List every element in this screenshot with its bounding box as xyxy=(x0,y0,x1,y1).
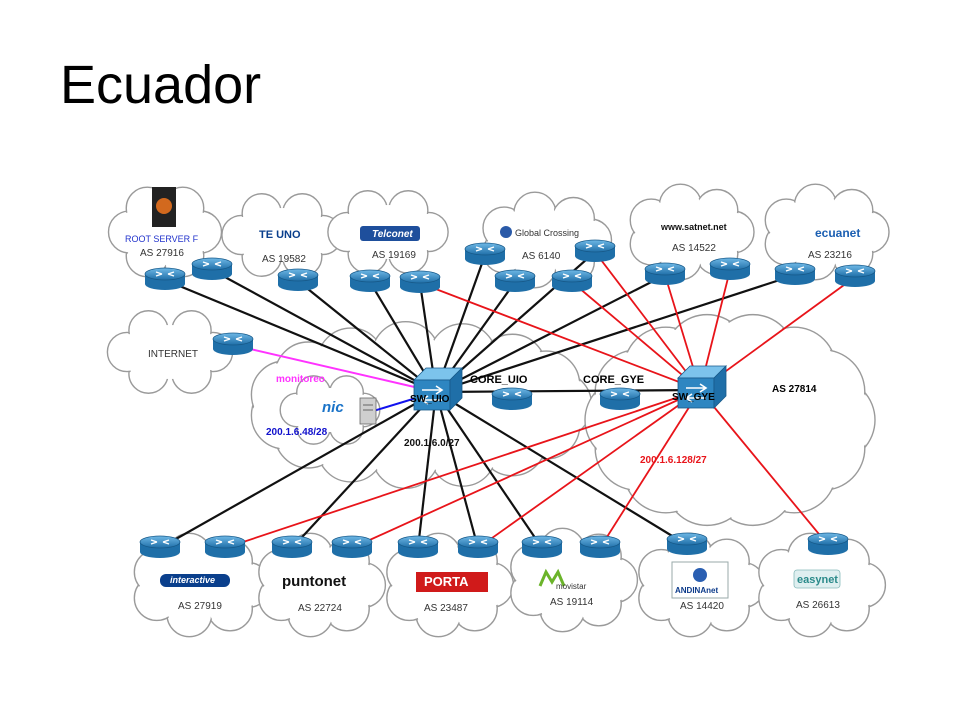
monitoreo-label: monitoreo xyxy=(276,374,325,385)
satnet-logo: www.satnet.net xyxy=(660,222,727,232)
gcross-logo: Global Crossing xyxy=(515,228,579,238)
router-top-6 xyxy=(494,269,536,292)
core-uio-label: CORE_UIO xyxy=(470,374,528,386)
router-bottom-3 xyxy=(331,535,373,558)
link-top-gye-1 xyxy=(571,281,701,391)
router-bottom-4 xyxy=(397,535,439,558)
cloud-layer xyxy=(106,183,890,638)
router-top-9 xyxy=(644,262,686,285)
root-server-logo: ROOT SERVER F xyxy=(125,234,199,244)
router-core-gye xyxy=(599,387,641,410)
router-bottom-5 xyxy=(457,535,499,558)
link-bottom-uio-1 xyxy=(291,391,437,549)
teuno-as-label: AS 19582 xyxy=(262,254,306,265)
cloud-movistar xyxy=(510,527,639,633)
link-monitoreo xyxy=(232,344,437,393)
porta-logo: PORTA xyxy=(424,574,469,589)
link-bottom-uio-4 xyxy=(435,391,543,549)
cloud-telconet xyxy=(327,190,449,274)
cloud-teuno xyxy=(221,193,343,277)
interactive-as-label: AS 27919 xyxy=(178,601,222,612)
ecuanet-as-label: AS 23216 xyxy=(808,250,852,261)
link-bottom-gye-1 xyxy=(351,389,701,549)
page-title: Ecuador xyxy=(60,55,262,115)
gye-backbone-cloud xyxy=(584,313,876,527)
link-top-gye-0 xyxy=(419,282,701,391)
link-bottom-gye-4 xyxy=(699,389,829,546)
link-bottom-uio-5 xyxy=(435,391,688,546)
router-bottom-1 xyxy=(204,535,246,558)
label-layer: ROOT SERVER F AS 27916 TE UNO AS 19582 T… xyxy=(125,222,860,614)
root-as-label: AS 27916 xyxy=(140,248,184,259)
telconet-logo: Telconet xyxy=(372,229,413,240)
logo-badges xyxy=(152,187,841,599)
easynet-as-label: AS 26613 xyxy=(796,600,840,611)
gcross-as-label: AS 6140 xyxy=(522,251,561,262)
core-gye-label: CORE_GYE xyxy=(583,374,644,386)
router-top-4 xyxy=(399,270,441,293)
puntonet-logo: puntonet xyxy=(282,573,346,590)
link-bottom-uio-2 xyxy=(416,391,438,549)
gye-as-label: AS 27814 xyxy=(772,384,817,395)
gye-subnet-label: 200.1.6.128/27 xyxy=(640,455,707,466)
easynet-logo: easynet xyxy=(797,574,838,586)
andinanet-logo: ANDINAnet xyxy=(675,586,718,595)
cloud-easynet xyxy=(758,532,887,638)
porta-as-label: AS 23487 xyxy=(424,603,468,614)
switch-sw-gye xyxy=(677,365,727,409)
router-top-7 xyxy=(551,269,593,292)
cloud-satnet xyxy=(629,183,755,281)
nic-subnet-label: 200.1.6.48/28 xyxy=(266,427,328,438)
router-top-10 xyxy=(709,257,751,280)
router-core-uio xyxy=(491,387,533,410)
movistar-logo: movistar xyxy=(556,582,587,591)
link-top-gye-2 xyxy=(594,251,701,391)
puntonet-as-label: AS 22724 xyxy=(298,603,342,614)
link-core xyxy=(435,388,701,394)
link-top-uio-2 xyxy=(297,280,437,393)
nic-server-icon xyxy=(359,397,377,425)
device-layer xyxy=(139,239,876,558)
link-top-uio-0 xyxy=(164,278,437,394)
telconet-as-label: AS 19169 xyxy=(372,250,416,261)
uio-subnet-label: 200.1.6.0/27 xyxy=(404,438,460,449)
router-bottom-2 xyxy=(271,535,313,558)
movistar-as-label: AS 19114 xyxy=(550,597,594,608)
router-top-11 xyxy=(774,262,816,285)
router-top-5 xyxy=(464,242,506,265)
router-internet xyxy=(212,332,254,355)
switch-sw-uio xyxy=(413,367,463,411)
router-bottom-6 xyxy=(521,535,563,558)
router-top-1 xyxy=(191,257,233,280)
andinanet-as-label: AS 14420 xyxy=(680,601,724,612)
router-top-2 xyxy=(277,268,319,291)
nic-label: nic xyxy=(322,399,344,416)
cloud-ecuanet xyxy=(764,183,890,281)
link-top-uio-1 xyxy=(211,269,437,393)
link-bottom-uio-0 xyxy=(159,391,437,549)
link-bottom-gye-2 xyxy=(477,389,701,549)
satnet-as-label: AS 14522 xyxy=(672,243,716,254)
router-top-3 xyxy=(349,269,391,292)
router-bottom-7 xyxy=(579,535,621,558)
teuno-logo: TE UNO xyxy=(259,229,301,241)
link-top-uio-9 xyxy=(435,273,796,394)
link-bottom-gye-0 xyxy=(224,389,701,549)
cloud-internet xyxy=(106,310,234,394)
sw-uio-label: SW_UIO xyxy=(410,394,450,405)
ecuanet-logo: ecuanet xyxy=(815,226,860,240)
router-top-12 xyxy=(834,264,876,287)
link-bottom-gye-3 xyxy=(599,389,701,549)
router-bottom-0 xyxy=(139,535,181,558)
internet-label: INTERNET xyxy=(148,349,198,360)
router-bottom-9 xyxy=(807,532,849,555)
sw-gye-label: SW_GYE xyxy=(672,392,715,403)
router-top-8 xyxy=(574,239,616,262)
router-top-0 xyxy=(144,267,186,290)
router-bottom-8 xyxy=(666,532,708,555)
interactive-logo: interactive xyxy=(170,575,215,585)
